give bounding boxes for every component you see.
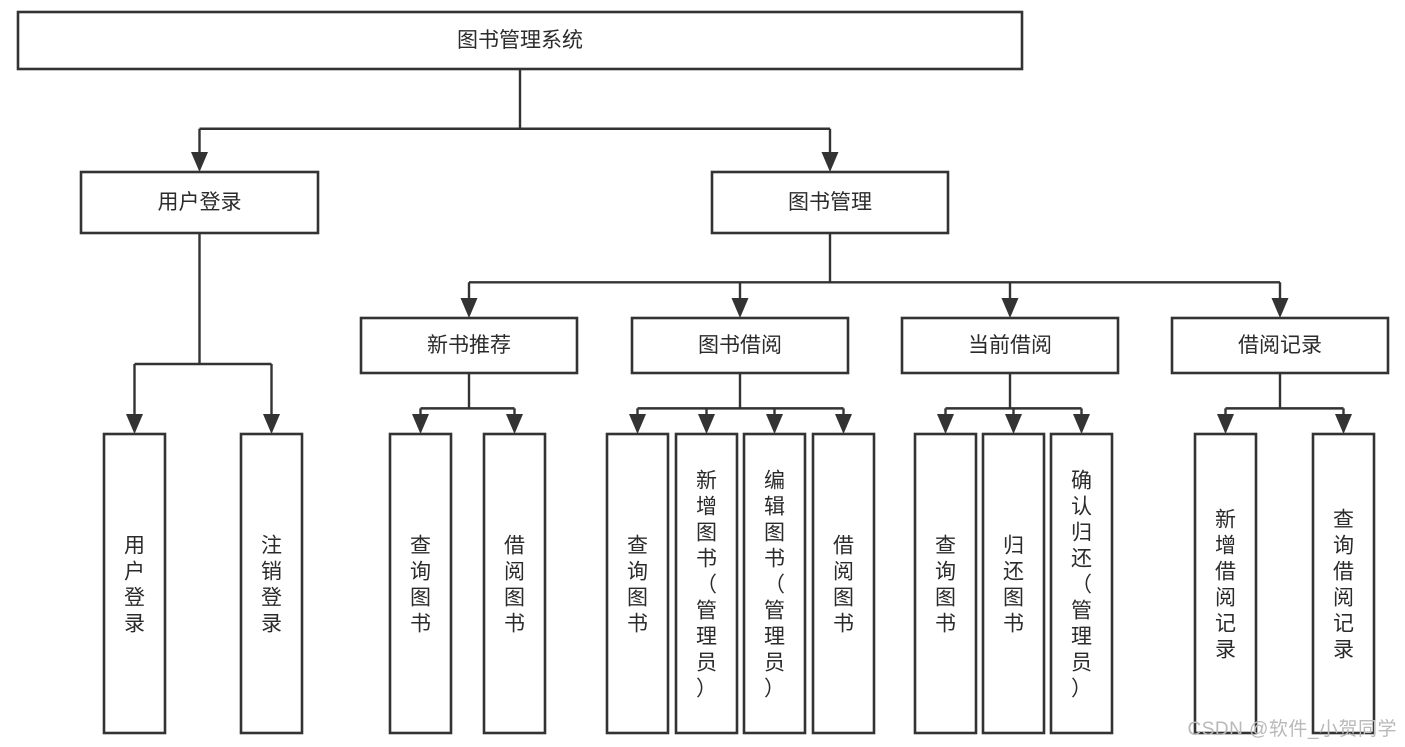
arrow-head-icon — [263, 414, 280, 434]
arrow-head-icon — [1271, 298, 1289, 318]
connector-group-l1-book-mgmt — [460, 233, 1289, 318]
arrow-head-icon — [731, 298, 749, 318]
node-leaf-cb-return[interactable]: 归还图书 — [981, 432, 1046, 735]
node-label: 图书管理 — [788, 191, 872, 214]
node-box-leaf-rec-query — [1311, 432, 1376, 735]
node-box-l1-user-login — [79, 170, 320, 235]
node-leaf-bb-query[interactable]: 查询图书 — [605, 432, 670, 735]
node-box-leaf-cb-return — [981, 432, 1046, 735]
connector-group-root — [191, 69, 839, 172]
node-leaf-cb-confirm[interactable]: 确认归还（管理员） — [1049, 432, 1114, 735]
node-root[interactable]: 图书管理系统 — [16, 10, 1024, 71]
node-box-l2-current — [900, 316, 1120, 375]
node-leaf-rec-add[interactable]: 新增借阅记录 — [1193, 432, 1258, 735]
arrow-head-icon — [126, 414, 143, 434]
node-box-leaf-bb-borrow — [811, 432, 876, 735]
node-label: 查询图书 — [627, 535, 648, 636]
node-label: 用户登录 — [158, 191, 242, 214]
node-label: 图书管理系统 — [457, 29, 583, 52]
arrow-head-icon — [937, 414, 954, 434]
node-l2-record[interactable]: 借阅记录 — [1170, 316, 1390, 375]
node-label: 新增借阅记录 — [1215, 509, 1236, 662]
node-label: 查询借阅记录 — [1333, 509, 1354, 662]
boxes-layer: 图书管理系统用户登录图书管理新书推荐图书借阅当前借阅借阅记录用户登录注销登录查询… — [16, 10, 1390, 735]
arrow-head-icon — [1217, 414, 1234, 434]
node-leaf-cb-query[interactable]: 查询图书 — [913, 432, 978, 735]
node-box-leaf-nb-query — [388, 432, 453, 735]
node-label: 归还图书 — [1003, 535, 1024, 636]
connector-group-l2-record — [1217, 373, 1352, 434]
node-label: 借阅图书 — [833, 535, 854, 636]
node-box-root — [16, 10, 1024, 71]
node-box-l2-new-book — [359, 316, 579, 375]
node-leaf-rec-query[interactable]: 查询借阅记录 — [1311, 432, 1376, 735]
arrow-head-icon — [412, 414, 429, 434]
arrow-head-icon — [835, 414, 852, 434]
arrow-head-icon — [460, 298, 478, 318]
node-box-l1-book-mgmt — [710, 170, 950, 235]
node-leaf-bb-edit[interactable]: 编辑图书（管理员） — [742, 432, 807, 735]
node-box-l2-record — [1170, 316, 1390, 375]
node-label: 新增图书（管理员） — [696, 470, 717, 701]
node-box-leaf-rec-add — [1193, 432, 1258, 735]
connector-group-l2-new-book — [412, 373, 523, 434]
arrow-head-icon — [1335, 414, 1352, 434]
arrow-head-icon — [698, 414, 715, 434]
node-l1-book-mgmt[interactable]: 图书管理 — [710, 170, 950, 235]
node-leaf-nb-query[interactable]: 查询图书 — [388, 432, 453, 735]
node-box-leaf-logout — [239, 432, 304, 735]
node-label: 新书推荐 — [427, 334, 511, 357]
arrow-head-icon — [766, 414, 783, 434]
node-box-leaf-user-login — [102, 432, 167, 735]
arrow-head-icon — [1005, 414, 1022, 434]
node-leaf-bb-add[interactable]: 新增图书（管理员） — [674, 432, 739, 735]
arrow-head-icon — [1073, 414, 1090, 434]
arrow-head-icon — [821, 152, 839, 172]
node-box-leaf-bb-edit — [742, 432, 807, 735]
node-box-leaf-cb-query — [913, 432, 978, 735]
node-box-l2-borrow — [630, 316, 850, 375]
node-label: 注销登录 — [261, 535, 282, 636]
node-label: 当前借阅 — [968, 334, 1052, 357]
node-l2-borrow[interactable]: 图书借阅 — [630, 316, 850, 375]
arrow-head-icon — [629, 414, 646, 434]
watermark-text: CSDN @软件_小贺同学 — [1187, 719, 1397, 740]
node-label: 图书借阅 — [698, 334, 782, 357]
connectors-layer — [126, 69, 1352, 434]
node-leaf-user-login[interactable]: 用户登录 — [102, 432, 167, 735]
node-box-leaf-nb-borrow — [482, 432, 547, 735]
node-l2-current[interactable]: 当前借阅 — [900, 316, 1120, 375]
node-leaf-logout[interactable]: 注销登录 — [239, 432, 304, 735]
node-box-leaf-cb-confirm — [1049, 432, 1114, 735]
node-label: 确认归还（管理员） — [1071, 470, 1092, 701]
node-label: 查询图书 — [410, 535, 431, 636]
node-label: 用户登录 — [124, 535, 145, 636]
arrow-head-icon — [1001, 298, 1019, 318]
node-label: 查询图书 — [935, 535, 956, 636]
node-label: 编辑图书（管理员） — [764, 470, 785, 701]
arrow-head-icon — [506, 414, 523, 434]
connector-group-l2-borrow — [629, 373, 852, 434]
connector-group-l2-current — [937, 373, 1090, 434]
arrow-head-icon — [191, 152, 208, 172]
node-label: 借阅图书 — [504, 535, 525, 636]
node-label: 借阅记录 — [1238, 334, 1322, 357]
connector-group-l1-user-login — [126, 233, 280, 434]
node-leaf-nb-borrow[interactable]: 借阅图书 — [482, 432, 547, 735]
node-box-leaf-bb-query — [605, 432, 670, 735]
node-l1-user-login[interactable]: 用户登录 — [79, 170, 320, 235]
node-l2-new-book[interactable]: 新书推荐 — [359, 316, 579, 375]
node-leaf-bb-borrow[interactable]: 借阅图书 — [811, 432, 876, 735]
node-box-leaf-bb-add — [674, 432, 739, 735]
